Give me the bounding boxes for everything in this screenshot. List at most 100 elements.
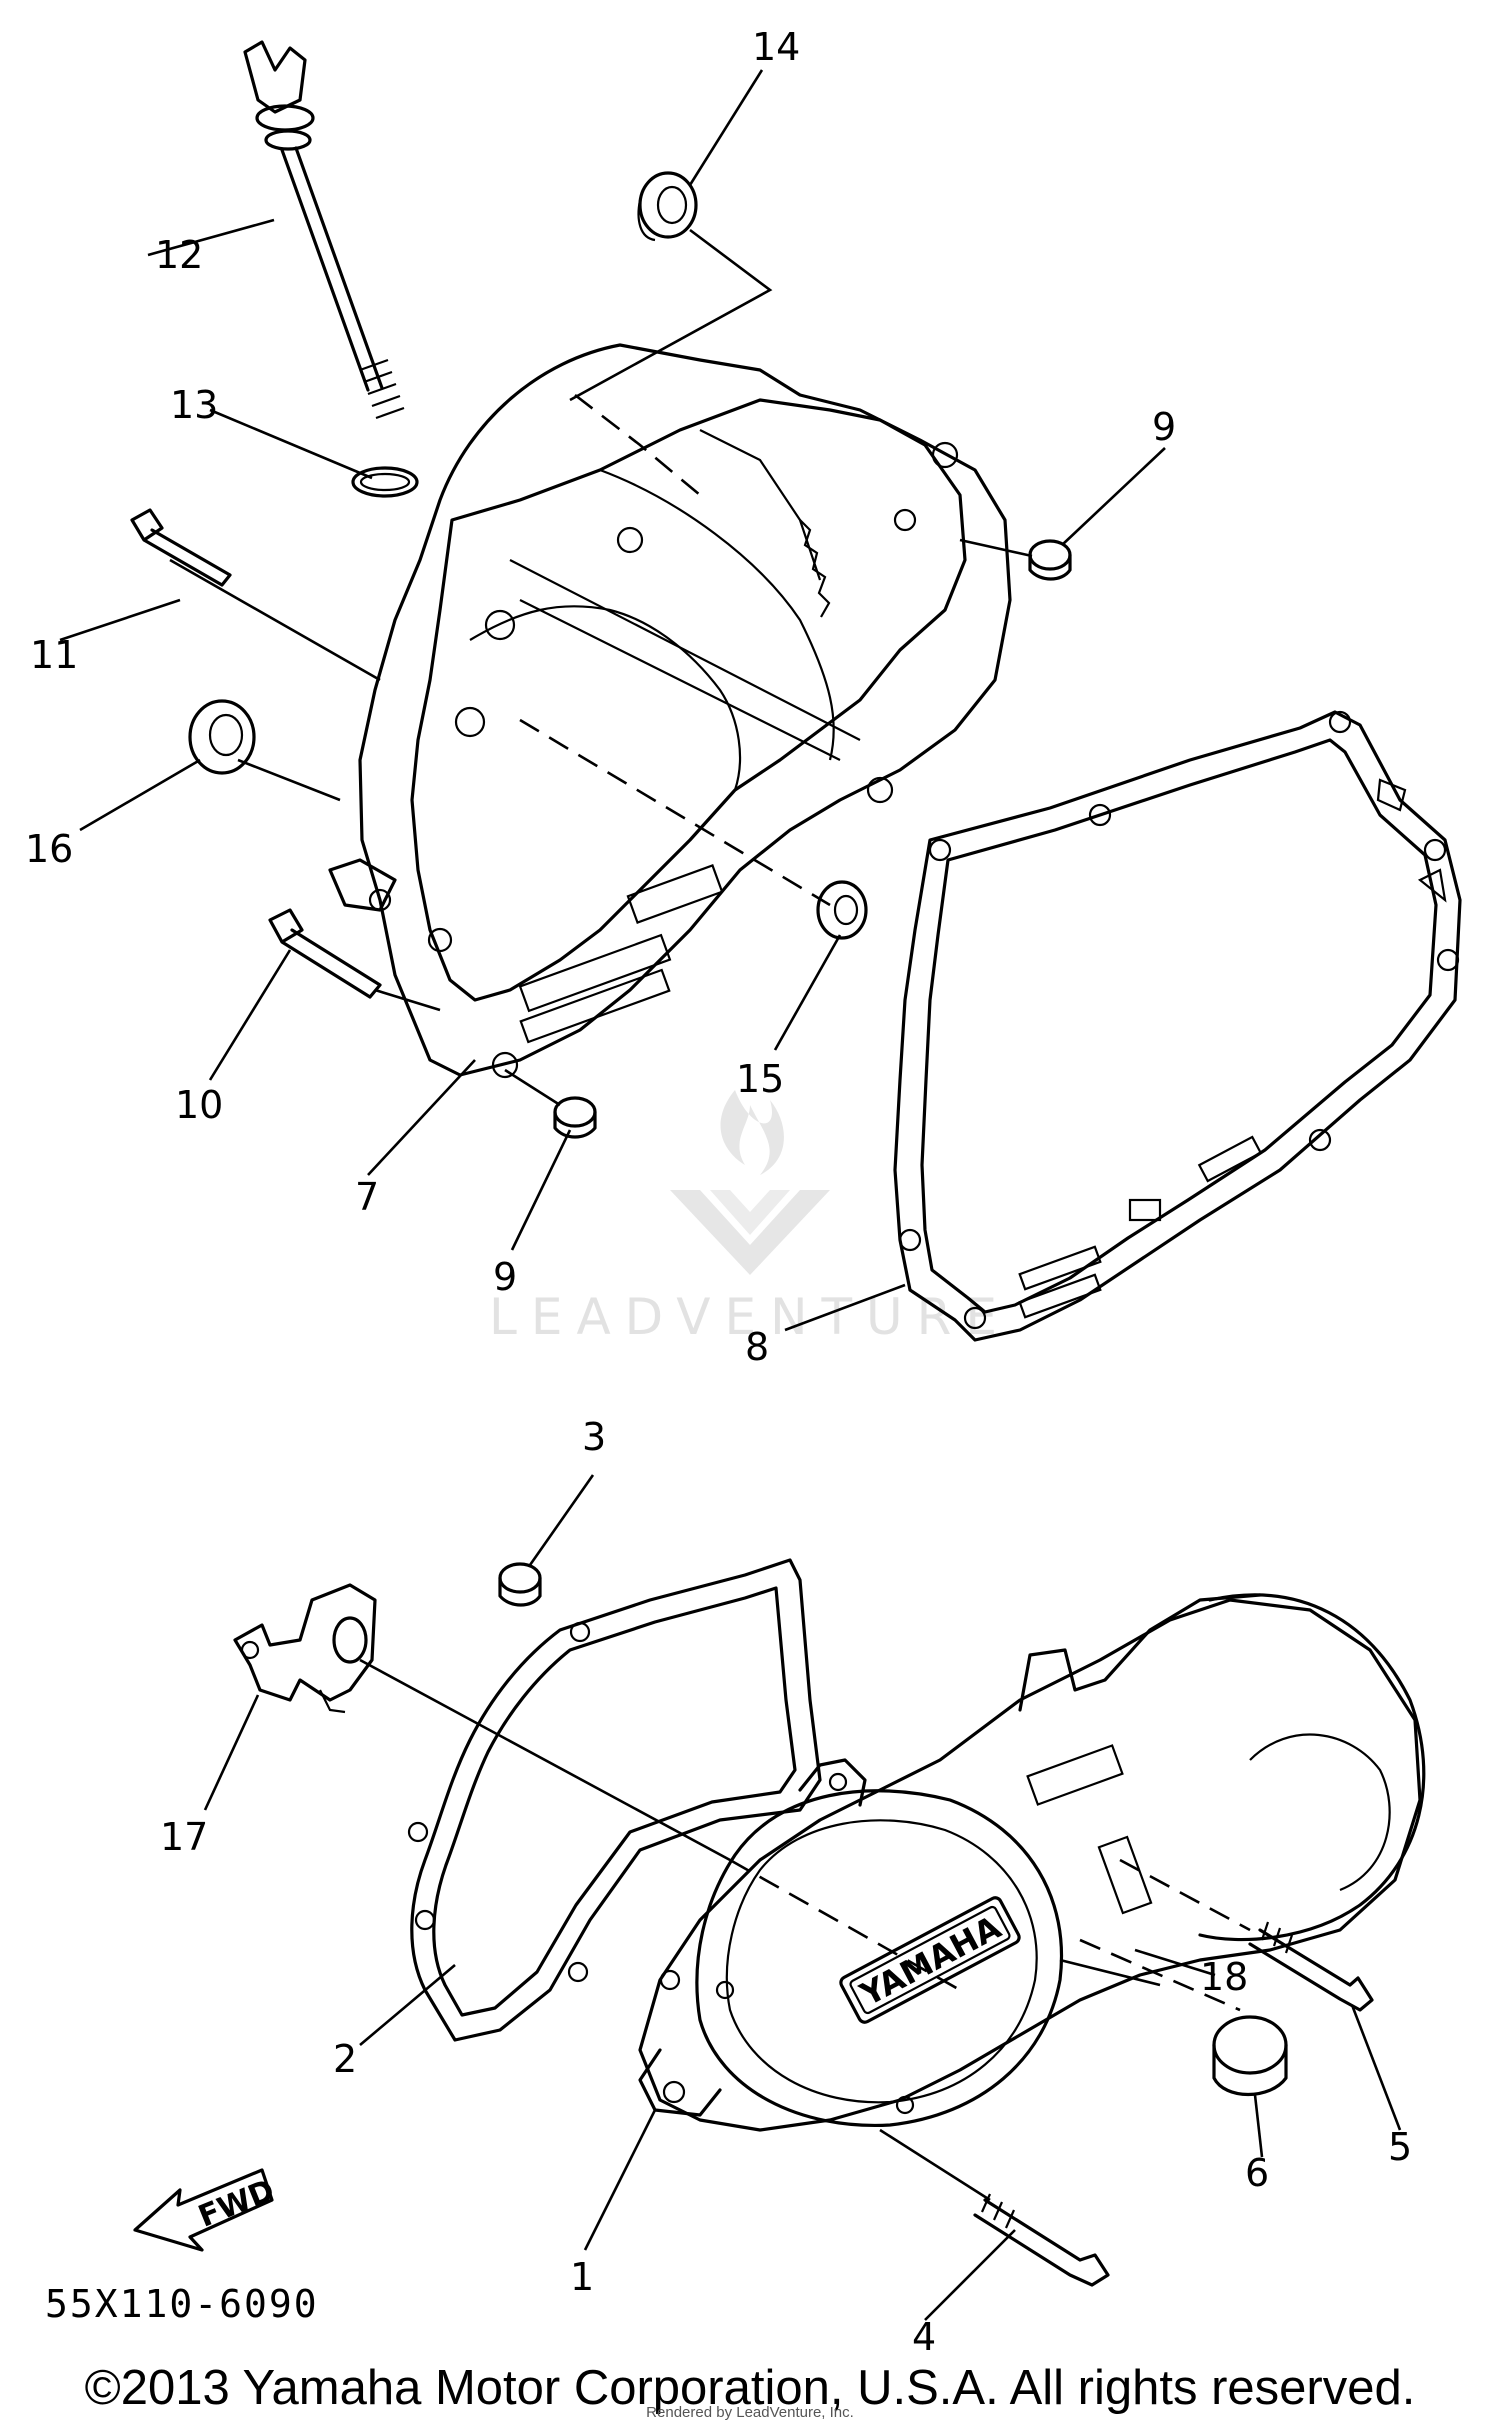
gasket-hole xyxy=(1436,948,1460,972)
assembly-line xyxy=(959,538,1033,558)
gasket-hole xyxy=(928,838,952,862)
gasket-8-inner xyxy=(920,738,1438,1314)
callout-17: 17 xyxy=(160,1815,208,1859)
crankcase-cover-rib xyxy=(509,429,861,761)
outer-cover-housing xyxy=(638,1598,1422,2132)
assembly-line xyxy=(574,393,701,496)
dowel-pin-3-body xyxy=(498,1576,542,1607)
dipstick-head xyxy=(243,40,307,114)
outer-cover-vent xyxy=(1026,1744,1124,1806)
dowel-pin-3 xyxy=(498,1562,542,1594)
cover-recess xyxy=(626,864,724,924)
gasket-2 xyxy=(410,1558,822,2042)
oil-seal-16-inner xyxy=(208,713,244,757)
oil-seal-14-side xyxy=(637,199,656,242)
watermark-text: LEADVENTURE xyxy=(489,1288,1011,1346)
dowel-pin-9-lower xyxy=(553,1096,597,1128)
assembly-line xyxy=(1079,1938,1241,2012)
assembly-line xyxy=(729,1858,961,1992)
o-ring-inner xyxy=(359,472,411,492)
callout-2: 2 xyxy=(333,2037,357,2081)
callout-7: 7 xyxy=(355,1175,379,1219)
callout-9-lower: 9 xyxy=(493,1255,517,1299)
assembly-line xyxy=(569,228,773,402)
callout-18: 18 xyxy=(1200,1955,1248,1999)
gasket-2-hole xyxy=(414,1909,436,1931)
cover-lug xyxy=(328,858,397,912)
gasket-notch xyxy=(1376,778,1447,903)
callout-8: 8 xyxy=(745,1325,769,1369)
callout-13: 13 xyxy=(170,383,218,427)
gasket-hole xyxy=(898,1228,922,1252)
gasket-slot xyxy=(1128,1198,1162,1222)
crankcase-cover-outline xyxy=(358,343,1012,1077)
switch-bracket-hole xyxy=(240,1640,260,1660)
magneto-cover xyxy=(695,1789,1064,2128)
o-ring xyxy=(351,466,419,498)
oil-seal-15 xyxy=(816,880,868,940)
magneto-cover-bolt-hole xyxy=(662,2080,686,2104)
assembly-line xyxy=(169,558,381,682)
forward-arrow: FWD xyxy=(133,2168,280,2252)
magneto-cover-bolt-hole xyxy=(828,1772,848,1792)
outer-cover-rear-dome xyxy=(1198,1593,1426,1942)
callout-10: 10 xyxy=(175,1083,223,1127)
gasket-8 xyxy=(893,710,1462,1342)
catalog-code: 55X110-6090 xyxy=(45,2282,319,2326)
gasket-hole xyxy=(1423,838,1447,862)
assembly-line xyxy=(237,758,341,802)
dipstick-cap xyxy=(255,104,315,132)
assembly-line xyxy=(879,2128,991,2202)
outer-cover-vent xyxy=(1097,1835,1153,1915)
cover-recess xyxy=(518,933,672,1013)
dowel-pin-9-upper xyxy=(1028,539,1072,571)
magneto-cover-bolt-hole xyxy=(715,1980,735,2000)
crankcase-cover-inner-rim-2 xyxy=(469,605,742,791)
assembly-line xyxy=(519,718,831,907)
dipstick-rod xyxy=(280,146,384,392)
gasket-hole xyxy=(1328,710,1352,734)
cover-boss xyxy=(484,609,516,641)
callout-15: 15 xyxy=(736,1057,784,1101)
assembly-line xyxy=(504,1068,561,1107)
cover-boss xyxy=(427,927,453,953)
crankcase-cover-flange xyxy=(410,398,967,1002)
assembly-line xyxy=(374,988,441,1012)
callout-9-upper: 9 xyxy=(1152,405,1176,449)
gasket-2-hole xyxy=(567,1961,589,1983)
switch-bracket xyxy=(233,1583,377,1702)
copyright-notice: ©2013 Yamaha Motor Corporation, U.S.A. A… xyxy=(84,2361,1416,2415)
switch-wire xyxy=(319,1689,346,1714)
callout-4: 4 xyxy=(912,2315,936,2359)
dowel-pin-9-upper-body xyxy=(1028,553,1072,581)
oil-seal-15-inner xyxy=(833,894,859,926)
magneto-cover-bolt-hole xyxy=(895,2095,915,2115)
oil-seal-14-inner xyxy=(656,185,688,225)
outer-cover-top-edge xyxy=(1018,1593,1262,1712)
callout-16: 16 xyxy=(25,827,73,871)
gasket-2-hole xyxy=(407,1821,429,1843)
cover-boss xyxy=(616,526,644,554)
dipstick-thread xyxy=(359,358,405,420)
callout-labels: 1 2 3 4 5 6 7 8 9 9 10 11 12 13 14 15 16… xyxy=(25,25,1412,2359)
gasket-hole xyxy=(963,1306,987,1330)
gasket-hole xyxy=(1088,803,1112,827)
dipstick-cap-lower xyxy=(264,129,312,151)
cover-boss xyxy=(454,706,486,738)
gasket-2-inner xyxy=(432,1586,797,2017)
outer-cover-rear-dome-inner xyxy=(1249,1733,1391,1892)
gasket-slot xyxy=(1018,1245,1102,1291)
bolt-11 xyxy=(130,508,232,587)
magneto-cover-rim xyxy=(725,1819,1038,2104)
yamaha-badge: YAMAHA xyxy=(839,1896,1021,2024)
dowel-pin-9-lower-body xyxy=(553,1110,597,1139)
bolt-5-thread xyxy=(1260,1921,1294,1954)
gasket-2-hole xyxy=(569,1621,591,1643)
assembly-line xyxy=(1059,1958,1161,1987)
plug-6 xyxy=(1212,2015,1288,2075)
plug-6-body xyxy=(1212,2043,1288,2097)
cover-gear-teeth xyxy=(799,519,831,618)
gasket-hole xyxy=(1308,1128,1332,1152)
callout-5: 5 xyxy=(1388,2125,1412,2169)
assembly-line xyxy=(1119,1858,1251,1932)
